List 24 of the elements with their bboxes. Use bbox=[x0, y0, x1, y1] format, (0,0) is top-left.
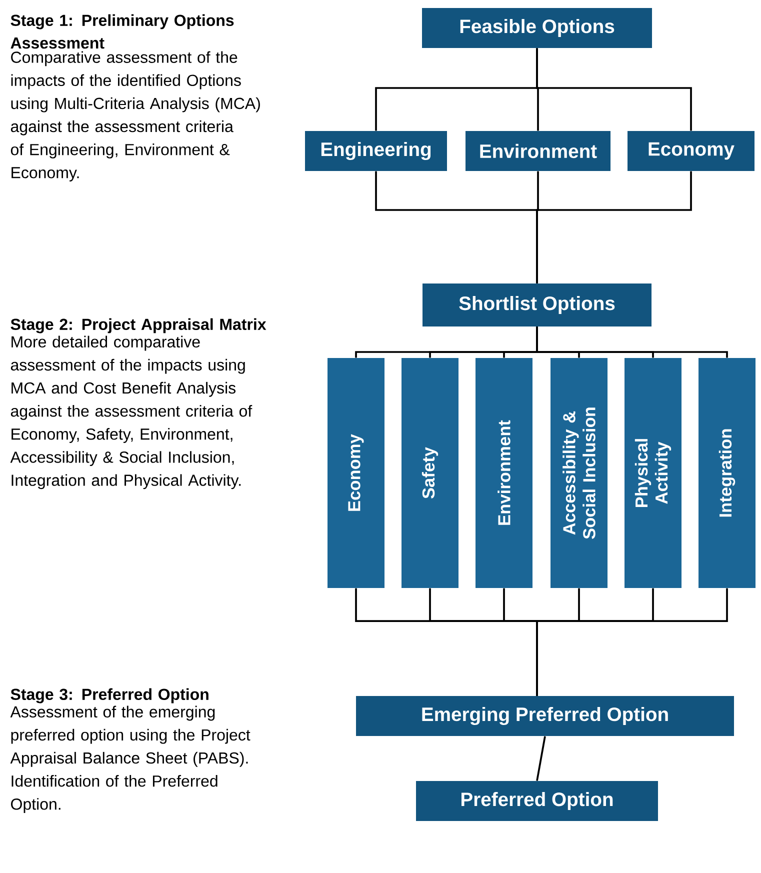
connector-line bbox=[536, 48, 692, 131]
connector-line bbox=[536, 326, 728, 358]
stage-description: Comparative assessment of the impacts of the identified Options using Multi-Criteria Analysis (MCA) against the assessment criteria of Engineering, Environment & Economy. bbox=[10, 51, 260, 182]
process-box: Environment bbox=[466, 131, 610, 171]
criterion-box: Environment bbox=[476, 358, 532, 588]
criterion-box: Physical Activity bbox=[624, 358, 682, 588]
criterion-box: Economy bbox=[328, 358, 384, 588]
stage-heading: Stage 2: Project Appraisal Matrix bbox=[10, 318, 266, 334]
stage-description: Assessment of the emerging preferred option using the Project Appraisal Balance Sheet (PABS). Identification of the Preferred Option. bbox=[10, 706, 250, 813]
process-box: Shortlist Options bbox=[422, 284, 652, 326]
stage-description: More detailed comparative assessment of the impacts using MCA and Cost Benefit Analysis against the assessment criteria of Economy, Safety, Environment, Accessibility & Social Inclusion, Integration and Physical Activity. bbox=[10, 336, 252, 490]
process-box: Engineering bbox=[305, 131, 447, 171]
stage-heading: Stage 3: Preferred Option bbox=[10, 688, 208, 704]
connector-line bbox=[536, 171, 692, 284]
process-box: Emerging Preferred Option bbox=[356, 696, 734, 736]
connector-line bbox=[536, 588, 728, 696]
stage-heading: Stage 1: Preliminary Options Assessment bbox=[10, 14, 234, 49]
criterion-box: Integration bbox=[698, 358, 756, 588]
criterion-box: Accessibility & Social Inclusion bbox=[550, 358, 608, 588]
criterion-box: Safety bbox=[402, 358, 458, 588]
process-box: Feasible Options bbox=[422, 8, 652, 48]
process-box: Economy bbox=[628, 131, 754, 171]
process-box: Preferred Option bbox=[416, 781, 658, 821]
connector-line bbox=[536, 736, 546, 781]
